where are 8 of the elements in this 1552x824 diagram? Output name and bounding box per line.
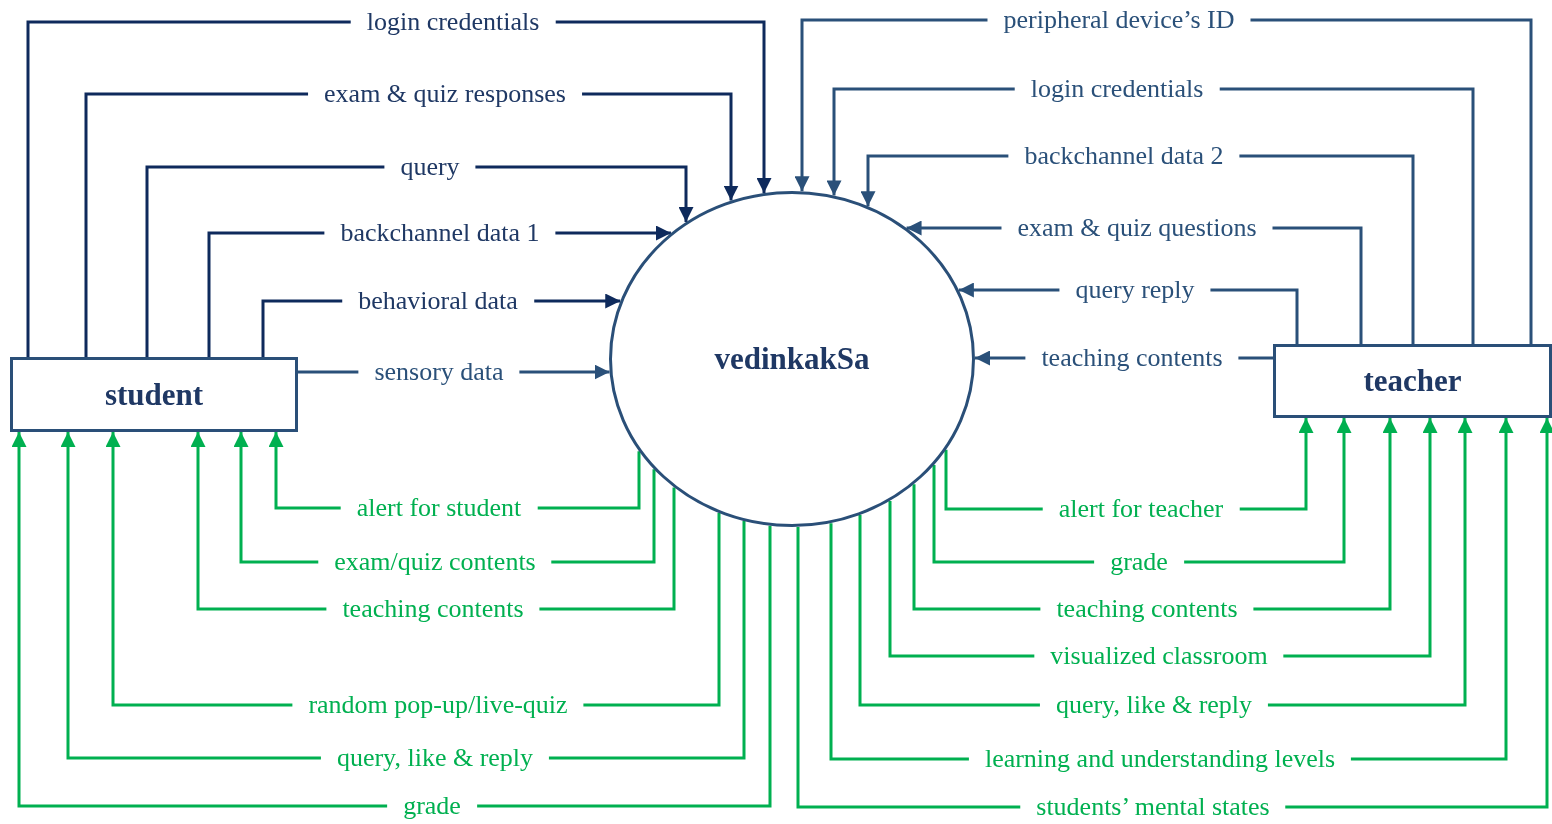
entity-label: student bbox=[104, 376, 204, 413]
process-label: vedinkakSa bbox=[714, 341, 870, 377]
entity-box bbox=[1273, 344, 1552, 418]
entity-box bbox=[10, 357, 298, 432]
entity-label: teacher bbox=[1363, 363, 1462, 399]
process-circle bbox=[609, 191, 975, 527]
arrow bbox=[145, 165, 694, 357]
arrow bbox=[11, 432, 772, 808]
